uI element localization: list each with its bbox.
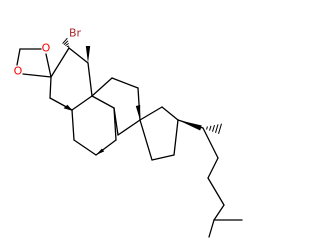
h-wedge [63,104,73,111]
bond [111,77,139,89]
bond [207,157,219,179]
h-wedge [96,148,105,155]
bond [71,109,75,141]
bond [91,95,115,109]
chemical-structure: Br O O [14,27,243,238]
bond [113,107,119,136]
bond [22,73,52,78]
bond [207,177,225,206]
methyl-wedge [85,46,91,63]
bond [208,219,215,238]
bromine-atom-label: Br [69,27,82,40]
ring-a [49,47,93,111]
bond [202,127,219,159]
bond [213,204,225,221]
bond [161,106,179,121]
bond [117,119,141,136]
bond [91,77,113,97]
bond [71,95,93,111]
ring-d [139,106,179,161]
bond [139,119,153,161]
bond [49,76,52,99]
wedge-bonds [63,46,202,155]
dioxolane-ring [16,48,52,78]
oxygen-atom-label: O [42,42,51,55]
side-chain [177,119,243,238]
bond [50,47,70,78]
bond [45,53,52,78]
ring-c [91,77,141,136]
side-chain-wedge [178,120,202,131]
bond [173,119,179,156]
bond [73,139,97,156]
bond [16,48,21,66]
bond [87,62,93,97]
bond [139,106,163,121]
oxygen-atom-label: O [14,65,23,78]
bond [68,47,89,64]
bond [151,154,175,161]
methyl-wedge [135,105,141,120]
hash-bonds [62,37,222,135]
